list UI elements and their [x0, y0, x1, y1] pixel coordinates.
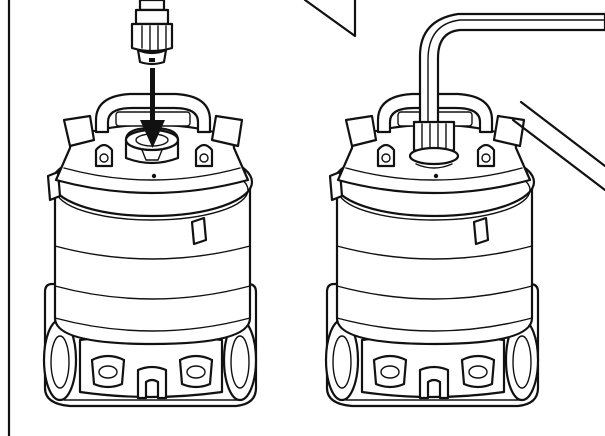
panel-left-vacuum: [42, 0, 258, 408]
panel-right-vacuum: [324, 12, 605, 408]
hose-connector: [130, 0, 174, 66]
attached-hose: [418, 12, 605, 128]
down-arrow-icon: [140, 68, 165, 148]
background-lines: [7, 0, 605, 436]
seated-connector: [408, 120, 460, 169]
